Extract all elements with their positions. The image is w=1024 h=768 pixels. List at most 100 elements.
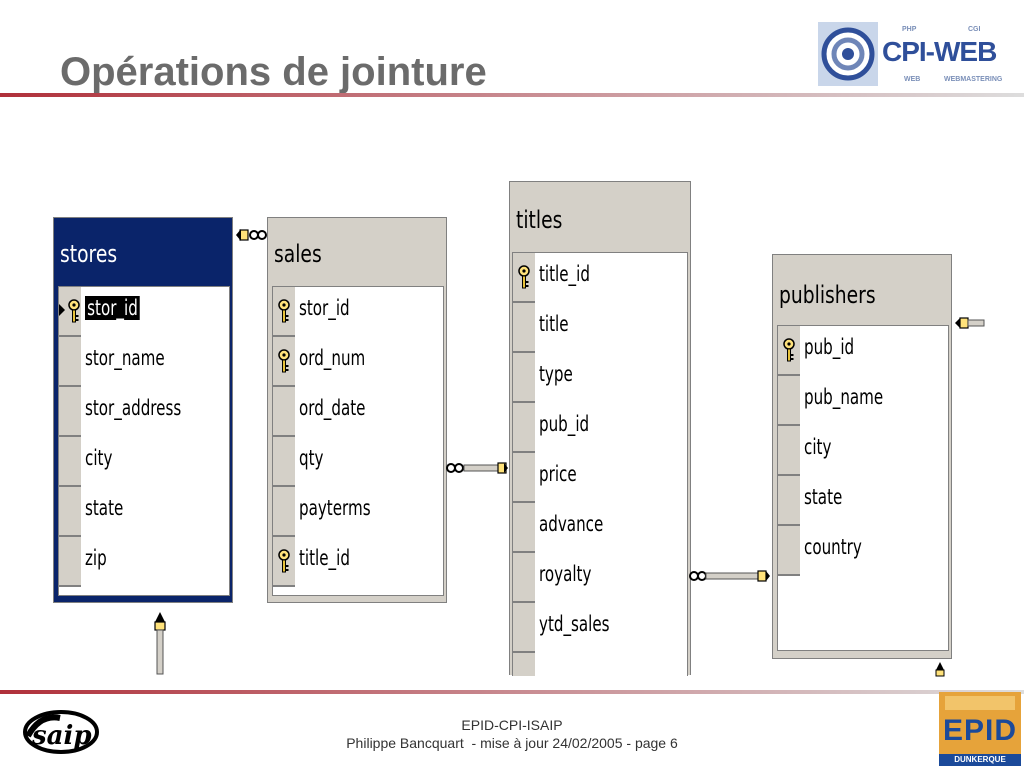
relationship-stores-external[interactable]: [154, 612, 166, 675]
row-selector: [273, 437, 295, 487]
relationship-titles-publishers[interactable]: [689, 570, 770, 582]
column-row[interactable]: payterms: [273, 487, 443, 537]
key-icon: [276, 348, 292, 374]
column-row[interactable]: pub_id: [778, 326, 948, 376]
row-selector: [59, 487, 81, 537]
column-row[interactable]: city: [778, 426, 948, 476]
table-sales-title: sales: [274, 240, 322, 268]
cpi-web-wordmark: CPI-WEB: [882, 36, 997, 67]
row-selector: [513, 353, 535, 403]
column-name: city: [85, 446, 113, 470]
relationship-publishers-external-bottom[interactable]: [935, 662, 945, 677]
column-row[interactable]: advance: [513, 503, 687, 553]
row-selector: [513, 653, 535, 676]
footer: EPID-CPI-ISAIP Philippe Bancquart - mise…: [0, 716, 1024, 752]
column-name: stor_id: [299, 296, 350, 320]
row-selector: [513, 403, 535, 453]
row-selector: [273, 487, 295, 537]
column-name: stor_address: [85, 396, 182, 420]
row-selector: [778, 376, 800, 426]
relationship-sales-titles[interactable]: [446, 462, 508, 474]
column-name: pub_id: [539, 412, 590, 436]
column-row[interactable]: ytd_sales: [513, 603, 687, 653]
column-name: pub_name: [804, 385, 884, 409]
key-icon: [276, 548, 292, 574]
row-selector: [513, 453, 535, 503]
column-row[interactable]: stor_name: [59, 337, 229, 387]
column-name: city: [804, 435, 832, 459]
column-row[interactable]: zip: [59, 537, 229, 587]
column-row[interactable]: price: [513, 453, 687, 503]
table-publishers-title: publishers: [779, 281, 876, 309]
column-name: ord_date: [299, 396, 366, 420]
relationship-stores-sales[interactable]: [236, 229, 267, 241]
svg-text:saip: saip: [31, 721, 92, 751]
column-row[interactable]: stor_address: [59, 387, 229, 437]
row-selector: [59, 537, 81, 587]
slide-title: Opérations de jointure: [60, 50, 487, 94]
row-selector: [59, 387, 81, 437]
table-stores-columns: stor_id stor_name stor_address city stat…: [58, 286, 230, 596]
bullseye-icon: [818, 22, 878, 86]
table-sales[interactable]: sales stor_id ord_num ord_date qty payte…: [267, 217, 447, 603]
row-selector: [778, 426, 800, 476]
column-name: state: [804, 485, 843, 509]
column-row-partial[interactable]: [513, 653, 687, 676]
column-name: qty: [299, 446, 324, 470]
column-name: zip: [85, 546, 107, 570]
epid-logo-banner: [945, 696, 1015, 710]
key-icon: [781, 337, 797, 363]
column-name: pub_id: [804, 335, 855, 359]
column-row[interactable]: type: [513, 353, 687, 403]
column-row[interactable]: state: [59, 487, 229, 537]
column-name: country: [804, 535, 862, 559]
table-publishers[interactable]: publishers pub_id pub_name city state co…: [772, 254, 952, 659]
column-row[interactable]: country: [778, 526, 948, 576]
cpi-cgi-label: CGI: [968, 26, 981, 33]
cpi-webmastering-label: WEBMASTERING: [944, 76, 1003, 83]
title-rule: [0, 93, 1024, 97]
column-name: title: [539, 312, 569, 336]
table-publishers-columns: pub_id pub_name city state country: [777, 325, 949, 651]
column-row[interactable]: pub_id: [513, 403, 687, 453]
column-row[interactable]: stor_id: [59, 287, 229, 337]
column-row[interactable]: qty: [273, 437, 443, 487]
row-selector: [273, 387, 295, 437]
row-selector: [513, 503, 535, 553]
row-selector: [513, 553, 535, 603]
column-row[interactable]: title_id: [273, 537, 443, 587]
footer-line-1: EPID-CPI-ISAIP: [461, 717, 563, 733]
column-row[interactable]: pub_name: [778, 376, 948, 426]
column-row[interactable]: ord_num: [273, 337, 443, 387]
column-row[interactable]: state: [778, 476, 948, 526]
column-name: price: [539, 462, 577, 486]
column-name: ytd_sales: [539, 612, 610, 636]
column-row[interactable]: title_id: [513, 253, 687, 303]
column-name: ord_num: [299, 346, 366, 370]
cpi-web-logo: PHP CGI CPI-WEB WEB WEBMASTERING: [818, 22, 1003, 88]
footer-rule: [0, 690, 1024, 694]
column-row[interactable]: city: [59, 437, 229, 487]
row-selector: [778, 476, 800, 526]
cpi-php-label: PHP: [902, 26, 917, 33]
isaip-logo: saip: [20, 706, 102, 758]
table-stores[interactable]: stores stor_id stor_name stor_address ci…: [53, 217, 233, 603]
table-titles-title: titles: [516, 206, 563, 234]
column-row[interactable]: stor_id: [273, 287, 443, 337]
column-name: title_id: [299, 546, 350, 570]
relationship-publishers-external[interactable]: [955, 317, 985, 329]
row-selector: [59, 437, 81, 487]
column-row[interactable]: title: [513, 303, 687, 353]
cpi-web-sub-label: WEB: [904, 76, 921, 83]
row-selector: [778, 526, 800, 576]
column-row[interactable]: ord_date: [273, 387, 443, 437]
column-name: stor_name: [85, 346, 165, 370]
key-icon: [516, 264, 532, 290]
column-name: royalty: [539, 562, 592, 586]
table-titles[interactable]: titles title_id title type pub_id price …: [509, 181, 691, 676]
table-stores-title: stores: [60, 240, 118, 268]
column-name: stor_id: [85, 296, 140, 320]
current-row-arrow-icon: [59, 302, 65, 318]
column-row[interactable]: royalty: [513, 553, 687, 603]
column-name: title_id: [539, 262, 590, 286]
